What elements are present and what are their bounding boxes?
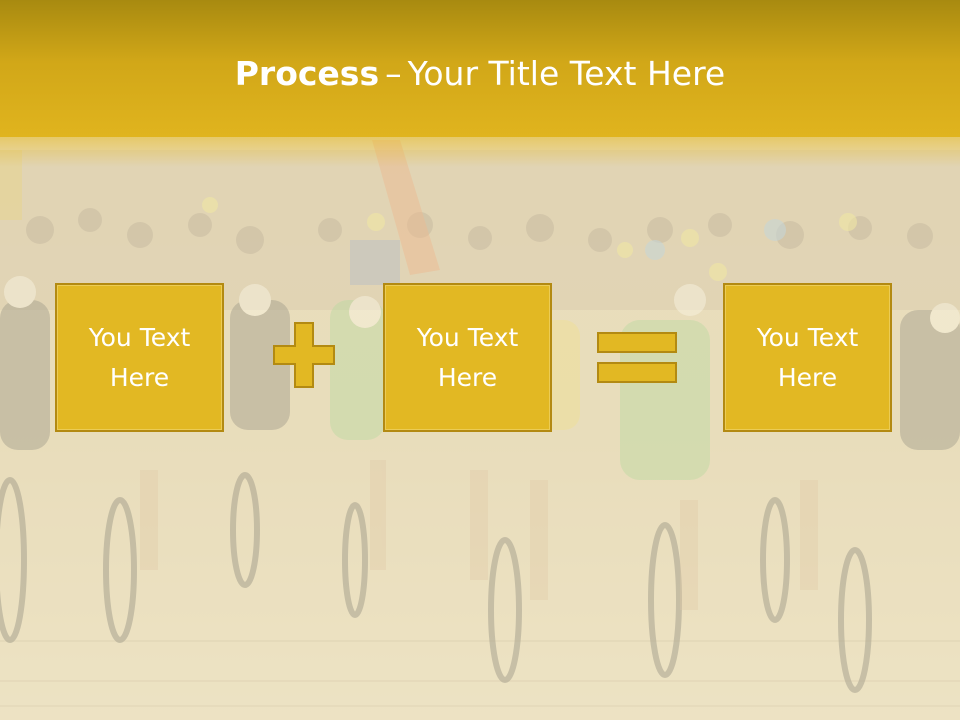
process-box-2[interactable]: You Text Here bbox=[383, 283, 552, 432]
process-box-3[interactable]: You Text Here bbox=[723, 283, 892, 432]
title-separator: – bbox=[385, 54, 402, 93]
process-box-3-text: You Text Here bbox=[756, 322, 859, 392]
plus-icon bbox=[273, 322, 335, 388]
process-box-1-text: You Text Here bbox=[88, 322, 191, 392]
equals-icon bbox=[597, 332, 677, 383]
title-bold-word: Process bbox=[234, 54, 380, 93]
process-box-2-text: You Text Here bbox=[416, 322, 519, 392]
process-box-1[interactable]: You Text Here bbox=[55, 283, 224, 432]
title-bar-fade bbox=[0, 137, 960, 167]
slide-title: Process–Your Title Text Here bbox=[0, 52, 960, 96]
title-bar: Process–Your Title Text Here bbox=[0, 0, 960, 137]
title-text: Your Title Text Here bbox=[407, 54, 726, 93]
